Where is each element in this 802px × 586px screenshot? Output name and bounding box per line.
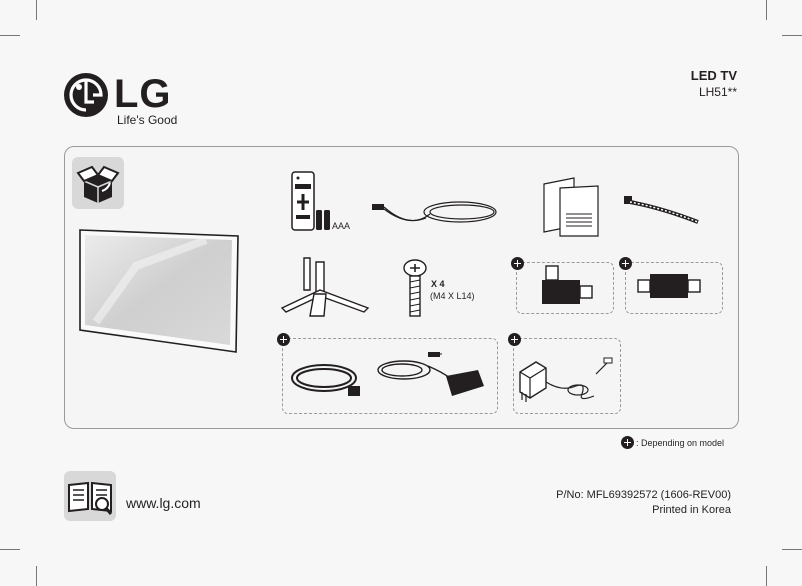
- optional-item-frame: [513, 338, 621, 414]
- plus-circle-icon: [620, 436, 634, 449]
- package-box-icon: [72, 157, 124, 209]
- screw-quantity: X 4: [431, 279, 445, 289]
- optional-item-frame: [282, 338, 498, 414]
- rf-adapter-angled-icon: [542, 265, 593, 304]
- crop-mark: [782, 549, 802, 550]
- crop-mark: [0, 549, 20, 550]
- manual-booklet-icon: [543, 177, 599, 237]
- plus-circle-icon: [511, 257, 524, 270]
- part-number-block: P/No: MFL69392572 (1606-REV00) Printed i…: [556, 488, 731, 518]
- stand-icon: [280, 257, 370, 317]
- logo-tagline: Life's Good: [117, 113, 178, 127]
- printed-in: Printed in Korea: [652, 504, 731, 516]
- note-text: : Depending on model: [635, 437, 724, 448]
- tv-set-icon: [79, 229, 239, 353]
- plus-circle-icon: [277, 333, 290, 346]
- crop-mark: [36, 566, 37, 586]
- screw-size: (M4 X L14): [430, 291, 475, 301]
- plus-circle-icon: [619, 257, 632, 270]
- lg-face-icon: [64, 73, 108, 117]
- power-cord-icon: [291, 364, 360, 396]
- crop-mark: [766, 0, 767, 20]
- crop-mark: [36, 0, 37, 20]
- product-heading: LED TV LH51**: [691, 68, 737, 100]
- part-number: P/No: MFL69392572 (1606-REV00): [556, 489, 731, 501]
- wall-adapter-icon: [519, 357, 613, 402]
- battery-label: AAA: [332, 221, 351, 231]
- crop-mark: [782, 35, 802, 36]
- manual-search-icon: [64, 471, 116, 521]
- plus-circle-icon: [508, 333, 521, 346]
- antenna-cable-icon: [372, 201, 497, 223]
- crop-mark: [766, 566, 767, 586]
- product-model: LH51**: [698, 85, 737, 99]
- logo-wordmark: LG: [114, 72, 172, 116]
- optional-item-frame: [516, 262, 614, 314]
- screw-icon: [403, 259, 427, 317]
- model-dependency-note: : Depending on model: [620, 436, 724, 449]
- product-title: LED TV: [690, 68, 737, 83]
- rf-adapter-straight-icon: [637, 274, 701, 298]
- optional-item-frame: [625, 262, 723, 314]
- crop-mark: [0, 35, 20, 36]
- lg-logo: LG Life's Good: [63, 70, 193, 130]
- cable-tie-icon: [624, 196, 699, 224]
- website-link[interactable]: www.lg.com: [126, 495, 201, 511]
- remote-control-icon: [291, 171, 330, 231]
- ac-adapter-icon: [377, 352, 484, 396]
